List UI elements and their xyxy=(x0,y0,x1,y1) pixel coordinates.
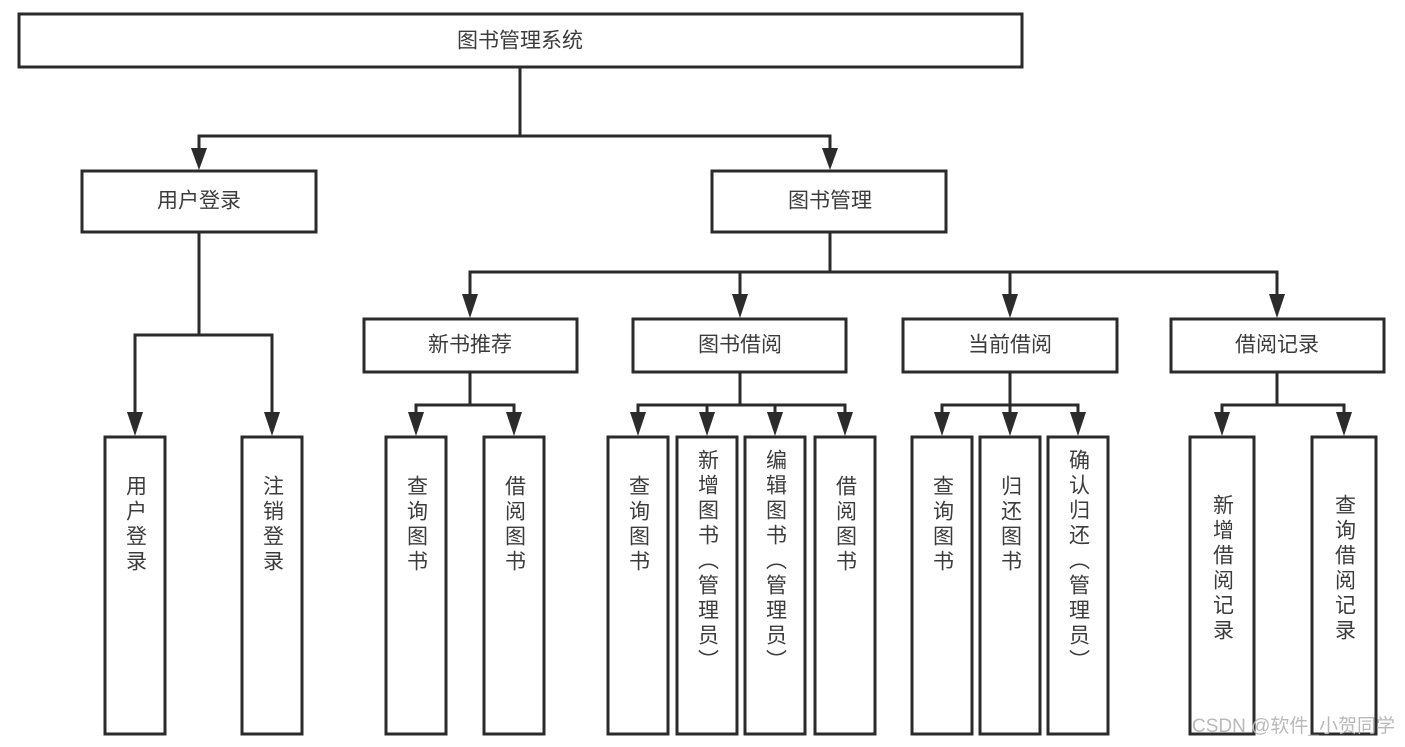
node-leaf-confirm-return-label: 确认归还（管理员） xyxy=(1067,449,1091,674)
edge-user-login-trunk xyxy=(133,230,274,422)
arrow-to-leaf-logout-login xyxy=(264,412,280,436)
node-leaf-edit-book-box[interactable] xyxy=(743,435,807,736)
node-leaf-confirm-return[interactable]: 确认归还（管理员） xyxy=(1046,435,1110,736)
node-leaf-user-login-label: 用户登录 xyxy=(124,475,148,575)
arrow-to-leaf-edit-book xyxy=(767,412,783,436)
node-leaf-borrow-book-2[interactable]: 借阅图书 xyxy=(813,435,877,736)
node-leaf-logout-login-box[interactable] xyxy=(240,435,304,736)
node-user-login-label: 用户登录 xyxy=(157,190,241,213)
node-leaf-borrow-book-1-box[interactable] xyxy=(482,435,546,736)
arrow-to-leaf-query-book-1 xyxy=(408,412,424,436)
arrow-to-leaf-add-book xyxy=(699,412,715,436)
arrow-to-leaf-user-login xyxy=(127,412,143,436)
arrow-to-leaf-query-book-2 xyxy=(630,412,646,436)
node-leaf-query-book-1-label: 查询图书 xyxy=(405,475,429,575)
arrow-to-borrow-record xyxy=(1269,294,1285,318)
node-leaf-borrow-book-1[interactable]: 借阅图书 xyxy=(482,435,546,736)
node-borrow-record-box[interactable] xyxy=(1169,317,1386,374)
node-leaf-user-login-box[interactable] xyxy=(103,435,167,736)
node-leaf-query-book-3-label: 查询图书 xyxy=(931,475,955,575)
arrow-to-leaf-borrow-book-1 xyxy=(506,412,522,436)
node-new-book-recommend[interactable]: 新书推荐 xyxy=(362,317,579,374)
arrow-to-leaf-query-book-3 xyxy=(934,412,950,436)
arrow-to-leaf-add-record xyxy=(1214,412,1230,436)
node-current-borrow-box[interactable] xyxy=(901,317,1119,374)
node-leaf-add-book[interactable]: 新增图书（管理员） xyxy=(675,435,739,736)
node-book-management[interactable]: 图书管理 xyxy=(710,169,948,234)
node-leaf-borrow-book-1-label: 借阅图书 xyxy=(503,475,527,575)
node-root[interactable]: 图书管理系统 xyxy=(17,12,1024,69)
watermark-label: CSDN @软件_小贺同学 xyxy=(1192,715,1395,737)
edges-layer xyxy=(127,65,1352,436)
node-book-management-box[interactable] xyxy=(710,169,948,234)
node-leaf-query-record[interactable]: 查询借阅记录 xyxy=(1310,435,1378,736)
edge-new-book-recommend-trunk xyxy=(414,370,516,422)
node-new-book-recommend-box[interactable] xyxy=(362,317,579,374)
node-leaf-query-record-box[interactable] xyxy=(1310,435,1378,736)
node-leaf-return-book-label: 归还图书 xyxy=(999,475,1023,575)
edge-root-trunk xyxy=(197,65,832,158)
node-leaf-return-book[interactable]: 归还图书 xyxy=(978,435,1042,736)
node-user-login[interactable]: 用户登录 xyxy=(80,169,318,234)
node-user-login-box[interactable] xyxy=(80,169,318,234)
node-leaf-add-book-label: 新增图书（管理员） xyxy=(696,449,720,674)
arrow-to-current-borrow xyxy=(1002,294,1018,318)
node-leaf-edit-book-label: 编辑图书（管理员） xyxy=(764,449,788,674)
node-leaf-add-record-box[interactable] xyxy=(1188,435,1256,736)
node-leaf-add-book-box[interactable] xyxy=(675,435,739,736)
node-leaf-user-login[interactable]: 用户登录 xyxy=(103,435,167,736)
node-borrow-record-label: 借阅记录 xyxy=(1235,334,1319,357)
node-leaf-query-record-label: 查询借阅记录 xyxy=(1333,494,1357,644)
node-leaf-add-record[interactable]: 新增借阅记录 xyxy=(1188,435,1256,736)
node-leaf-query-book-3-box[interactable] xyxy=(910,435,974,736)
arrow-to-leaf-return-book xyxy=(1002,412,1018,436)
node-book-management-label: 图书管理 xyxy=(788,190,872,213)
node-leaf-borrow-book-2-box[interactable] xyxy=(813,435,877,736)
arrow-to-user-login xyxy=(191,148,207,170)
node-leaf-query-book-2-box[interactable] xyxy=(606,435,670,736)
edge-book-management-trunk xyxy=(468,230,1279,302)
node-book-borrow[interactable]: 图书借阅 xyxy=(631,317,848,374)
node-book-borrow-label: 图书借阅 xyxy=(698,334,782,357)
arrow-to-book-management xyxy=(822,148,838,170)
node-leaf-confirm-return-box[interactable] xyxy=(1046,435,1110,736)
node-borrow-record[interactable]: 借阅记录 xyxy=(1169,317,1386,374)
arrow-to-leaf-confirm-return xyxy=(1070,412,1086,436)
arrow-to-leaf-query-record xyxy=(1336,412,1352,436)
node-leaf-add-record-label: 新增借阅记录 xyxy=(1211,494,1235,644)
edge-borrow-record-trunk xyxy=(1220,370,1346,422)
node-leaf-return-book-box[interactable] xyxy=(978,435,1042,736)
node-root-box[interactable] xyxy=(17,12,1024,69)
node-leaf-query-book-2-label: 查询图书 xyxy=(627,475,651,575)
node-root-label: 图书管理系统 xyxy=(457,30,583,53)
node-leaf-query-book-1[interactable]: 查询图书 xyxy=(384,435,448,736)
node-leaf-logout-login[interactable]: 注销登录 xyxy=(240,435,304,736)
node-leaf-edit-book[interactable]: 编辑图书（管理员） xyxy=(743,435,807,736)
node-leaf-logout-login-label: 注销登录 xyxy=(261,475,285,575)
node-current-borrow[interactable]: 当前借阅 xyxy=(901,317,1119,374)
node-leaf-borrow-book-2-label: 借阅图书 xyxy=(834,475,858,575)
edge-book-borrow-trunk xyxy=(636,370,847,422)
node-leaf-query-book-3[interactable]: 查询图书 xyxy=(910,435,974,736)
arrow-to-leaf-borrow-book-2 xyxy=(837,412,853,436)
node-book-borrow-box[interactable] xyxy=(631,317,848,374)
node-leaf-query-book-2[interactable]: 查询图书 xyxy=(606,435,670,736)
arrow-to-new-book-recommend xyxy=(462,294,478,318)
node-current-borrow-label: 当前借阅 xyxy=(968,334,1052,357)
node-leaf-query-book-1-box[interactable] xyxy=(384,435,448,736)
arrow-to-book-borrow xyxy=(732,294,748,318)
node-new-book-recommend-label: 新书推荐 xyxy=(428,334,512,357)
